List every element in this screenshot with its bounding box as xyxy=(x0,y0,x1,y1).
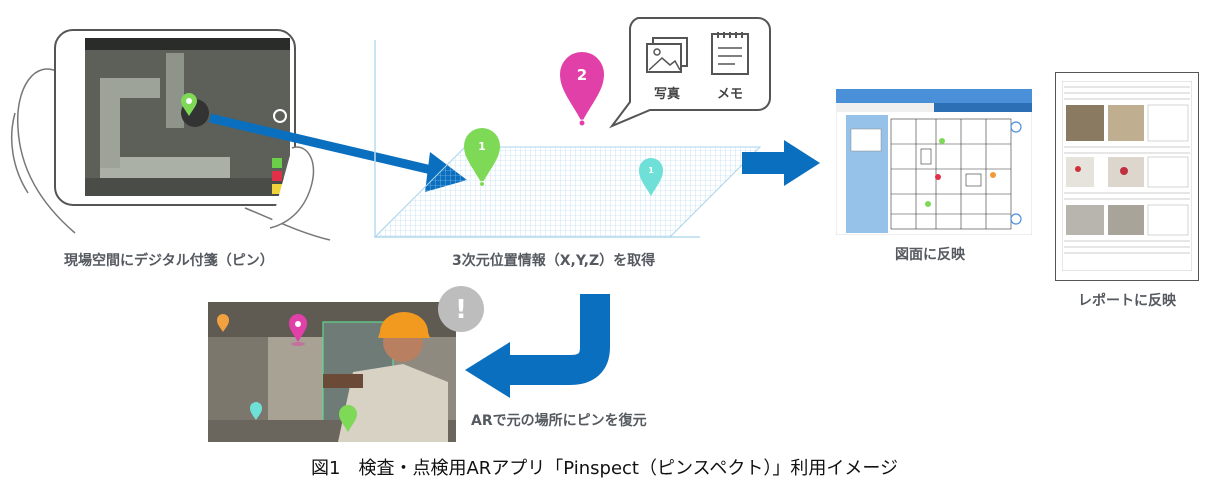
label-report: レポートに反映 xyxy=(1078,293,1176,309)
floor-plan-screen xyxy=(836,89,1032,235)
photo-icon xyxy=(646,37,688,73)
pin-cyan-label: 1 xyxy=(648,166,654,175)
pin-green: 1 xyxy=(464,128,500,186)
pin-magenta: 2 xyxy=(560,52,604,126)
ar-photo xyxy=(208,302,456,442)
pin-green-label: 1 xyxy=(478,140,486,153)
bubble-memo-label: メモ xyxy=(717,87,743,102)
memo-icon xyxy=(711,32,749,75)
label-drawing: 図面に反映 xyxy=(895,247,965,263)
tablet-illustration xyxy=(10,29,331,241)
pin-magenta-label: 2 xyxy=(577,66,587,84)
label-position: 3次元位置情報（X,Y,Z）を取得 xyxy=(452,253,656,269)
bubble-photo-label: 写真 xyxy=(654,86,680,102)
attachment-bubble: 写真 メモ xyxy=(608,17,771,129)
label-ar: ARで元の場所にピンを復元 xyxy=(471,413,647,429)
label-tablet: 現場空間にデジタル付箋（ピン） xyxy=(64,253,274,269)
arrow-to-drawing xyxy=(742,140,820,186)
pin-cyan: 1 xyxy=(639,158,663,196)
figure-caption: 図1 検査・点検用ARアプリ「Pinspect（ピンスペクト）」利用イメージ xyxy=(311,458,898,479)
alert-icon: ! xyxy=(438,286,484,332)
arrow-to-ar xyxy=(465,294,610,398)
report-page xyxy=(1062,81,1192,271)
position-plane xyxy=(373,40,762,238)
alert-symbol: ! xyxy=(455,295,467,325)
tablet-pin xyxy=(181,93,197,116)
